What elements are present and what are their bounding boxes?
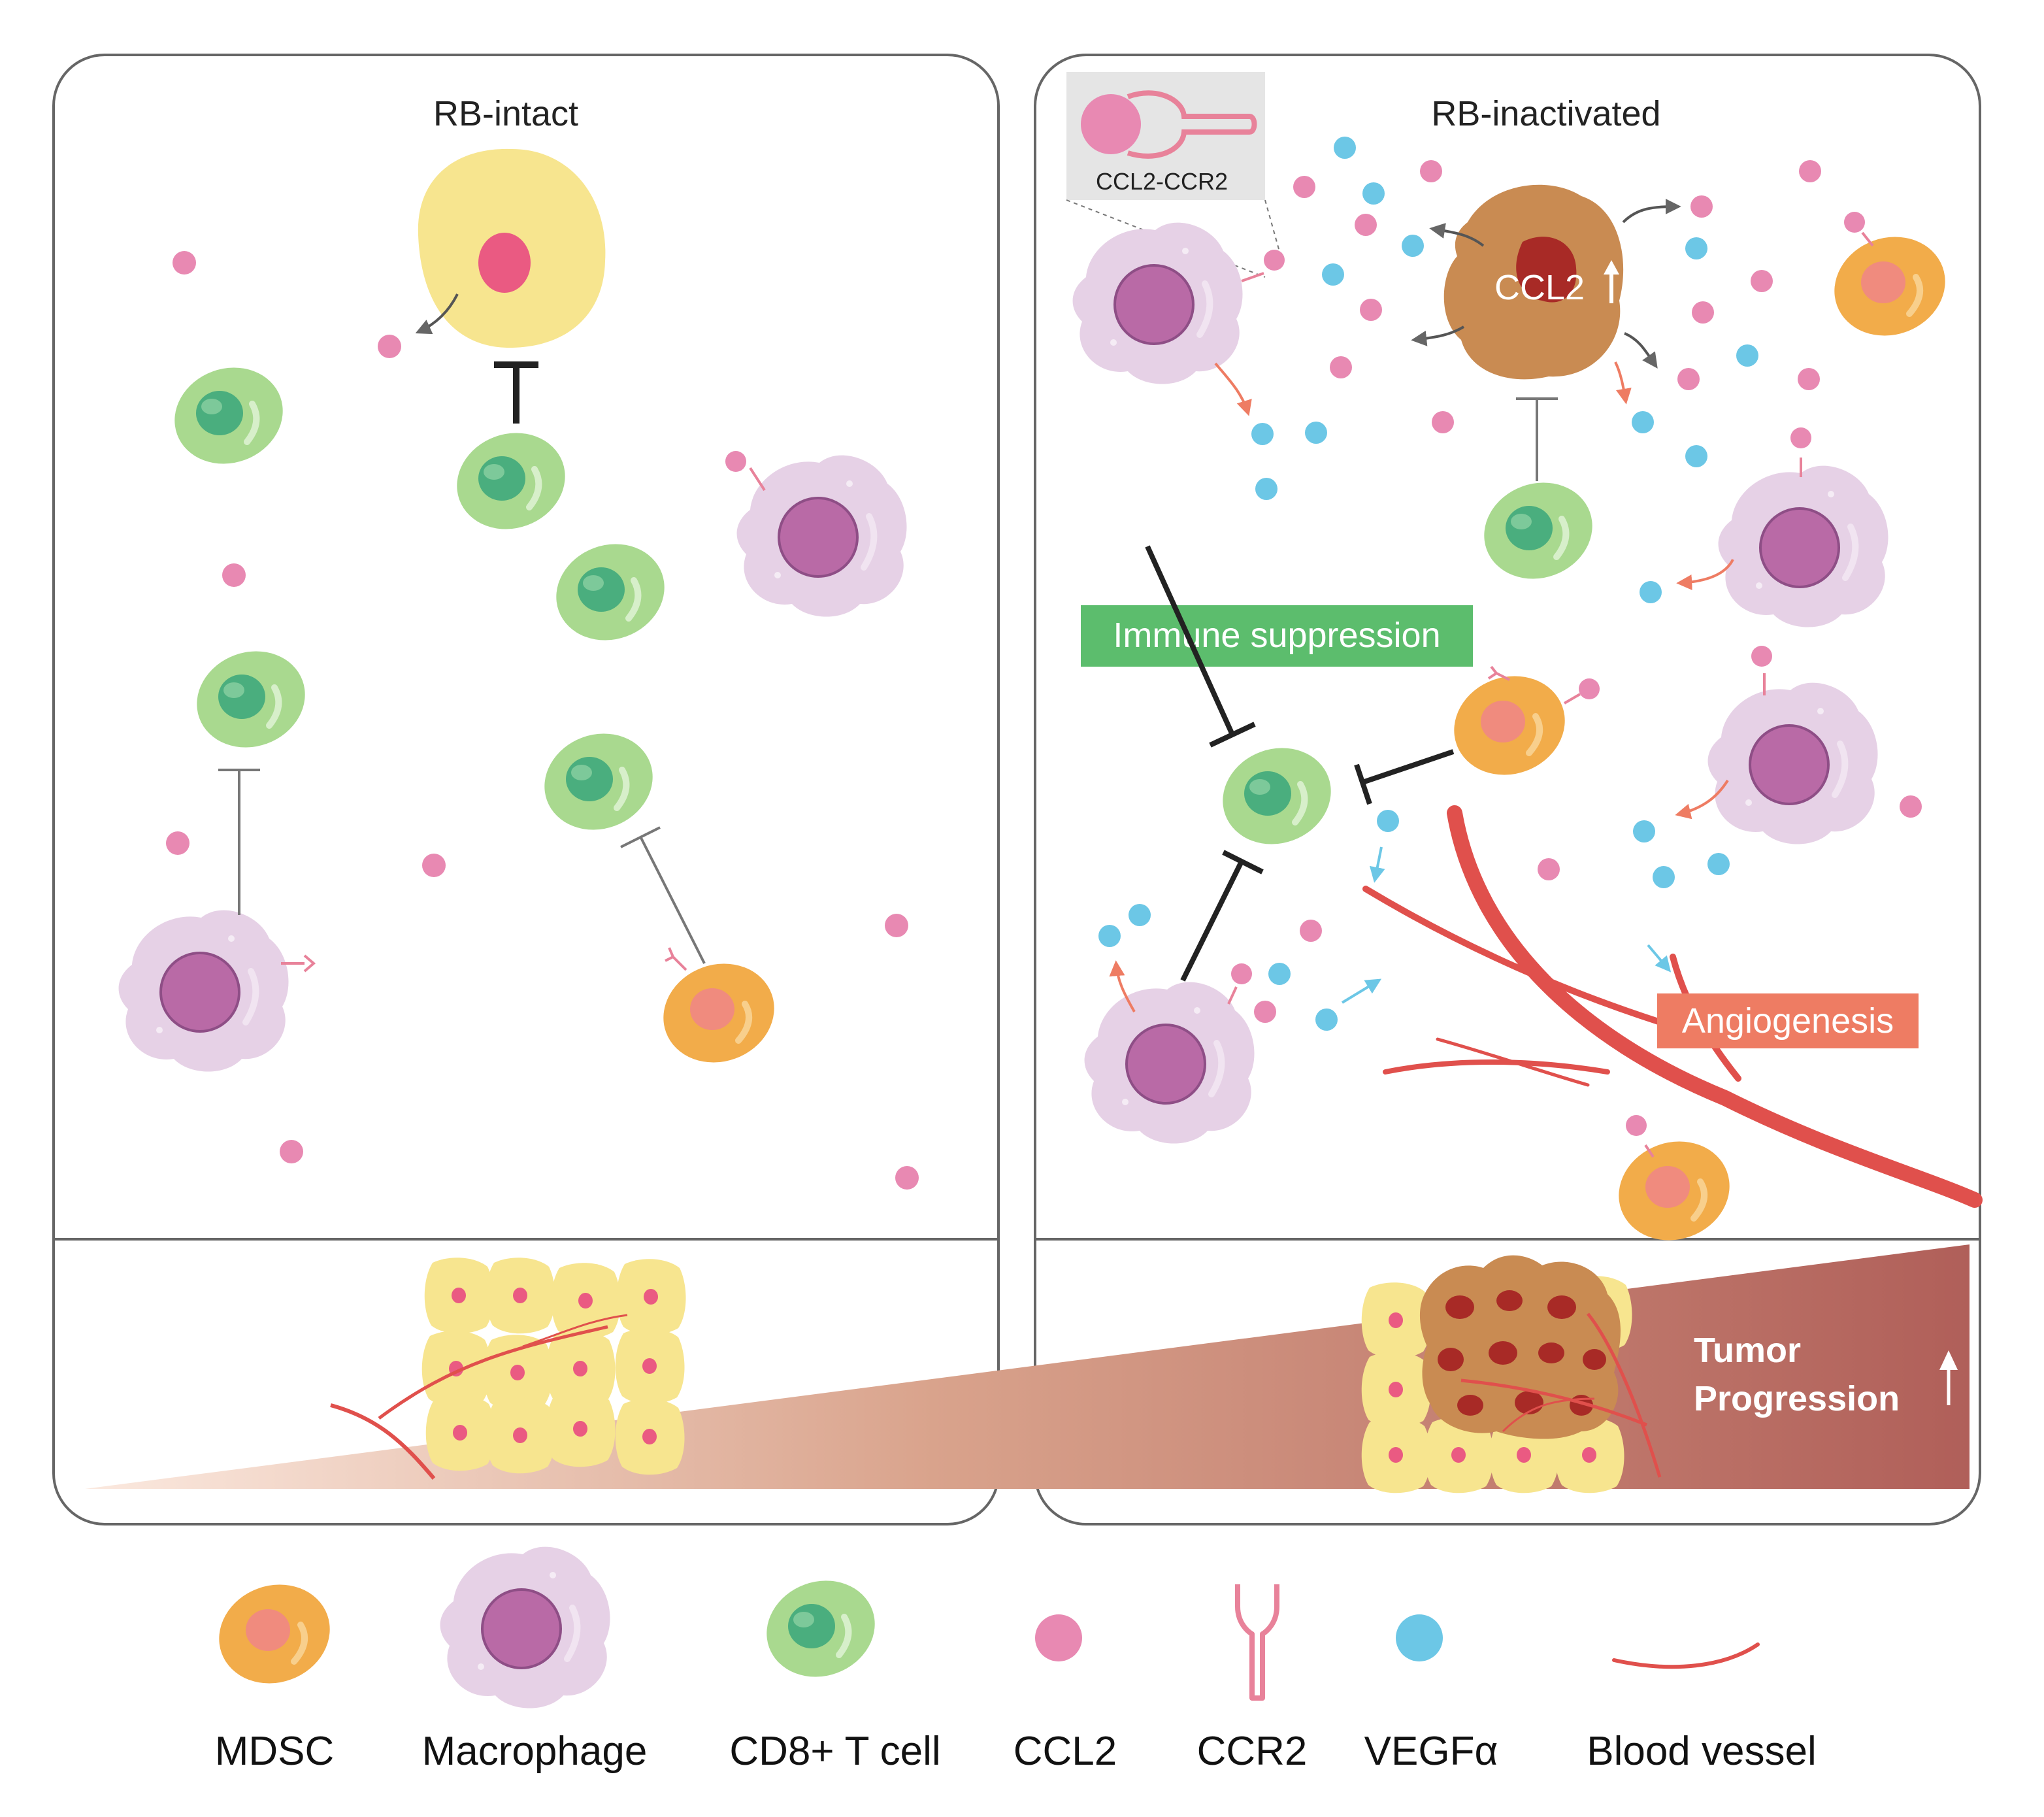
mdsc [650, 948, 788, 1078]
ccr2-receptor [1790, 427, 1811, 477]
mdsc [1821, 222, 1959, 351]
left-panel-title: RB-intact [433, 94, 578, 133]
legend-ccl2-icon [1035, 1614, 1082, 1661]
t-cell [1470, 468, 1606, 594]
ccr2-receptor [1227, 963, 1252, 1005]
immune-suppression-box: Immune suppression [1081, 605, 1473, 667]
left-panel [52, 54, 1000, 1525]
ccr2-receptor [1487, 665, 1510, 681]
up-arrow-icon [1604, 260, 1619, 303]
macrophage [737, 456, 907, 617]
vegf-molecules [1098, 137, 1758, 1031]
macrophage [119, 910, 289, 1072]
ccr2-receptor [725, 451, 766, 492]
vegf-arrows [1341, 846, 1672, 1004]
angiogenesis-box: Angiogenesis [1657, 993, 1919, 1048]
legend-ccr2-icon [1235, 1584, 1279, 1701]
macrophage [1719, 466, 1888, 627]
legend-macrophage-icon [440, 1547, 610, 1709]
progression-line1: Tumor [1694, 1331, 1801, 1370]
ccr2-receptor [1626, 1115, 1655, 1158]
legend: MDSC Macrophage CD8+ T cell CCL2 CCR2 VE… [205, 1547, 1817, 1774]
ccr2-receptor [665, 947, 687, 971]
mdsc [1605, 1126, 1743, 1256]
legend-vegf-label: VEGFα [1364, 1729, 1498, 1774]
legend-macrophage-label: Macrophage [422, 1729, 648, 1774]
thin-inhibition [218, 769, 706, 964]
legend-mdsc-icon [205, 1569, 344, 1699]
inset-label: CCL2-CCR2 [1096, 168, 1228, 195]
rb-intact-tumor-cell [415, 148, 606, 348]
macrophage [1085, 982, 1255, 1144]
legend-vessel-label: Blood vessel [1587, 1729, 1817, 1774]
immune-inhibition [1145, 545, 1455, 982]
immune-suppression-label: Immune suppression [1113, 616, 1440, 655]
left-cells [119, 148, 919, 1190]
legend-mdsc-label: MDSC [215, 1729, 335, 1774]
tumor-tissue [1361, 1255, 1662, 1493]
t-cell [542, 529, 678, 656]
t-cell [1209, 733, 1344, 859]
angiogenesis-label: Angiogenesis [1682, 1001, 1894, 1041]
ccr2-receptor [1844, 212, 1874, 247]
tumor-progression-label: Tumor Progression [1694, 1331, 1958, 1418]
legend-tcell-icon [753, 1566, 888, 1692]
up-arrow-icon [1939, 1350, 1958, 1405]
t-cell [161, 353, 296, 479]
t-cell [443, 418, 578, 544]
ccl2-molecules [166, 251, 919, 1190]
t-cell [183, 637, 318, 763]
legend-ccl2-label: CCL2 [1014, 1729, 1117, 1774]
legend-tcell-label: CD8+ T cell [729, 1729, 940, 1774]
macrophage [1708, 683, 1878, 844]
ccr2-receptor [1751, 646, 1772, 695]
mdsc [1440, 661, 1579, 790]
normal-tissue [330, 1258, 686, 1480]
right-panel-title: RB-inactivated [1431, 94, 1660, 133]
inhibition-bar [494, 361, 538, 424]
ccl2-molecules [1254, 160, 1922, 1023]
ccl2-ccr2-inset: CCL2-CCR2 [1066, 72, 1281, 278]
ccl2-label: CCL2 [1494, 268, 1585, 307]
legend-ccr2-label: CCR2 [1197, 1729, 1308, 1774]
ccr2-receptor [1563, 678, 1600, 705]
thin-inhibition [1516, 397, 1558, 481]
macrophage [1073, 223, 1243, 384]
rb-inactivated-tumor-cell: CCL2 [1411, 184, 1681, 405]
right-panel [1034, 54, 1981, 1525]
ccr2-receptor [1241, 250, 1285, 282]
progression-line2: Progression [1694, 1379, 1900, 1418]
t-cell [531, 719, 666, 845]
legend-vegf-icon [1396, 1614, 1443, 1661]
ccr2-receptor [281, 954, 316, 973]
legend-vessel-icon [1612, 1642, 1760, 1669]
progression-gradient [85, 1244, 1970, 1489]
